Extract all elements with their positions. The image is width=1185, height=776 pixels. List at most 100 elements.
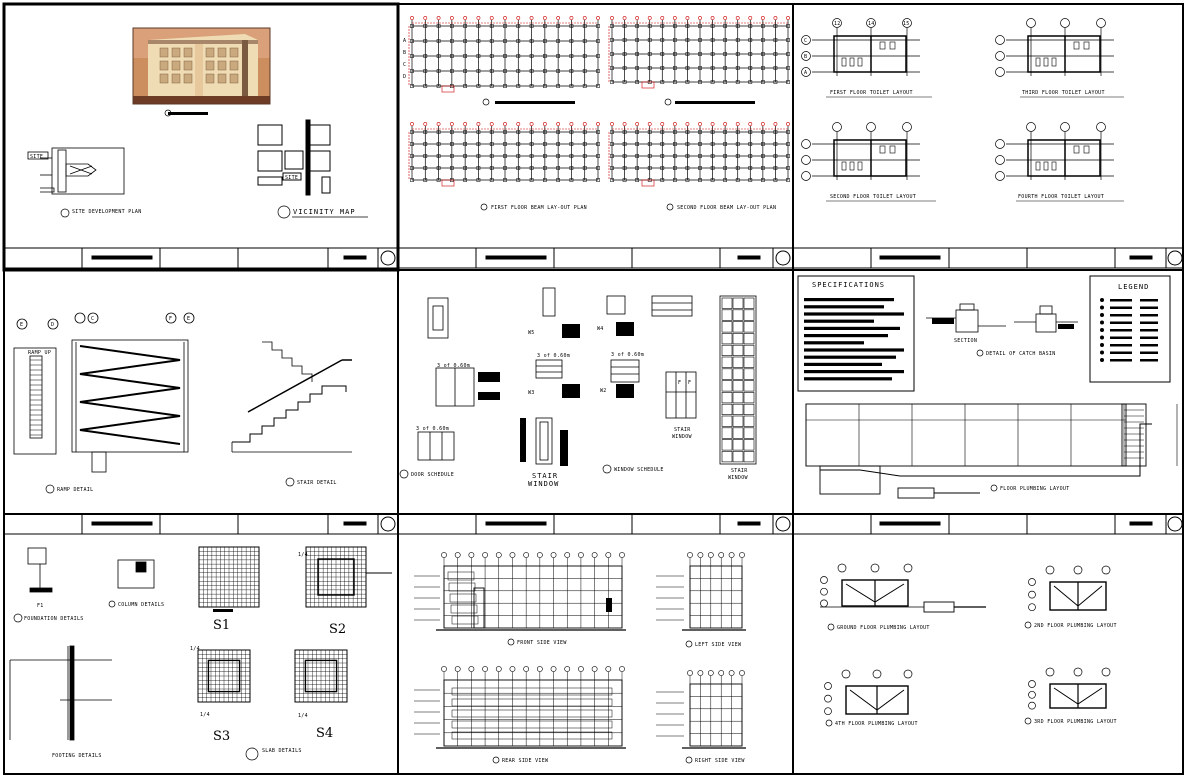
- column-mark: [710, 38, 715, 42]
- column-mark: [673, 66, 677, 70]
- column-mark: [710, 80, 715, 84]
- grid-bubble: [523, 666, 530, 672]
- window-pane: [743, 451, 755, 463]
- column-bubble: [870, 563, 880, 573]
- column-mark: [410, 69, 414, 73]
- toilet-layout-plans: [801, 18, 1124, 202]
- legend-text: [1110, 321, 1132, 324]
- grid-bubble: [441, 666, 447, 672]
- third-floor-plumbing-title: 3RD FLOOR PLUMBING LAYOUT: [1034, 719, 1117, 725]
- row-bubble: [1028, 690, 1036, 699]
- sheet-8: FRONT SIDE VIEW LEFT SIDE VIEW REAR SIDE…: [414, 552, 746, 764]
- column-mark: [582, 24, 587, 28]
- column-mark: [463, 39, 467, 43]
- column-mark: [569, 142, 574, 146]
- spec-line: [804, 377, 892, 381]
- building-elevations: [414, 552, 746, 749]
- legend-text: [1140, 321, 1158, 324]
- grid-bubble: [516, 122, 521, 126]
- door-schedule-title: DOOR SCHEDULE: [411, 472, 454, 478]
- grid-bubble: [786, 122, 790, 126]
- column-mark: [436, 24, 441, 28]
- column-mark: [723, 24, 727, 28]
- grid-bubble: [687, 670, 693, 676]
- column-mark: [786, 130, 790, 134]
- row-bubble: [820, 587, 828, 596]
- column-mark: [622, 66, 627, 70]
- grid-bubble: [468, 666, 475, 672]
- column-bubble: [837, 563, 847, 573]
- row-bubble: [1028, 578, 1036, 586]
- grid-bubble: [710, 16, 715, 20]
- row-bubble: [1028, 590, 1036, 599]
- column-mark: [761, 52, 765, 56]
- column-mark: [786, 80, 790, 84]
- column-mark: [660, 142, 665, 146]
- grid-bubble: [591, 666, 598, 672]
- toilet-col-15: 15: [903, 21, 910, 27]
- legend-symbol: [1100, 313, 1104, 317]
- column-mark: [635, 52, 639, 56]
- column-mark: [436, 178, 441, 182]
- grid-bubble: [542, 16, 547, 20]
- grid-bubble: [610, 16, 614, 20]
- column-mark: [647, 38, 652, 42]
- column-mark: [673, 52, 677, 56]
- window-pane: [721, 415, 733, 427]
- column-mark: [503, 54, 507, 58]
- column-mark: [463, 54, 467, 58]
- grid-bubble: [605, 666, 612, 672]
- window-pane: [743, 321, 755, 333]
- grid-bubble: [509, 552, 516, 558]
- grid-bubble: [635, 122, 640, 126]
- column-mark: [596, 24, 600, 28]
- spec-line: [804, 319, 874, 323]
- sheet-1: SITE SITE DEVELOPMENT PLAN SITE VICINITY…: [27, 27, 368, 219]
- column-bubble: [1096, 18, 1106, 28]
- column-mark: [773, 178, 778, 182]
- column-mark: [660, 24, 665, 28]
- column-mark: [685, 178, 690, 182]
- row-bubble: [820, 576, 828, 584]
- spec-line: [804, 298, 894, 302]
- spec-line: [804, 355, 896, 359]
- grid-bubble: [760, 16, 765, 20]
- grid-bubble: [550, 666, 557, 672]
- row-bubble: [820, 599, 828, 608]
- column-mark: [436, 130, 441, 134]
- column-mark: [635, 130, 639, 134]
- slab-s3: S3: [213, 729, 230, 744]
- grid-bubble: [550, 552, 557, 558]
- legend-text: [1110, 344, 1132, 347]
- column-mark: [596, 166, 600, 170]
- grid-bubble: [596, 16, 600, 20]
- column-mark: [610, 24, 614, 28]
- grid-bubble: [564, 666, 571, 672]
- window-band: [451, 720, 613, 729]
- column-mark: [582, 69, 587, 73]
- column-mark: [582, 166, 587, 170]
- column-mark: [450, 166, 454, 170]
- column-mark: [476, 130, 481, 134]
- toilet-fixture: [889, 145, 896, 154]
- ramp-treads: [30, 359, 42, 436]
- grid-bubble: [728, 552, 735, 558]
- column-mark: [463, 24, 467, 28]
- window-pane: [732, 380, 744, 392]
- row-bubble: [801, 155, 811, 165]
- toilet-fixture: [1083, 41, 1090, 50]
- spec-line: [804, 348, 904, 352]
- spec-line: [804, 305, 884, 309]
- column-mark: [673, 178, 677, 182]
- column-mark: [543, 178, 547, 182]
- column-mark: [410, 154, 414, 158]
- grid-bubble: [495, 552, 502, 558]
- column-mark: [582, 84, 587, 88]
- column-mark: [610, 80, 614, 84]
- grid-bubble: [564, 552, 571, 558]
- grid-bubble: [476, 16, 481, 20]
- toilet-fixture: [879, 145, 886, 154]
- vicinity-title-marker: [277, 205, 291, 219]
- column-mark: [463, 142, 467, 146]
- schedule-fills: [478, 322, 634, 466]
